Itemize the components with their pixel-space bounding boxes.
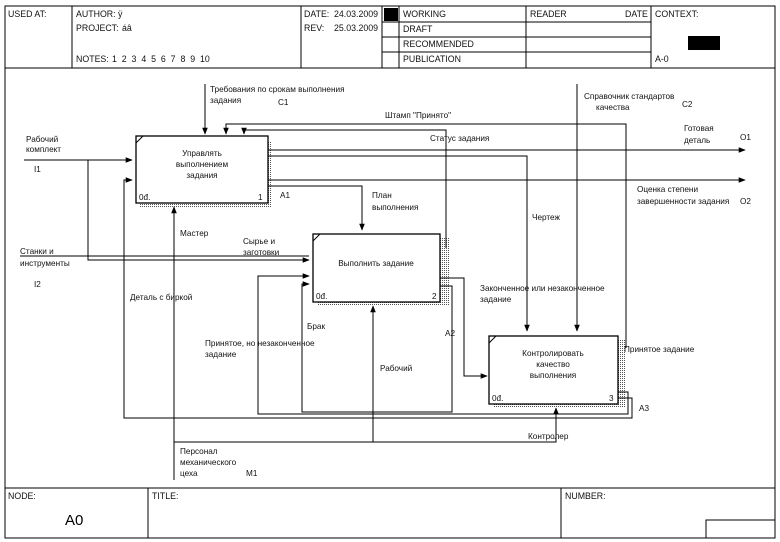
arrow-stamp bbox=[223, 123, 627, 348]
label-tagged: Деталь с биркой bbox=[130, 293, 192, 302]
status-publication: PUBLICATION bbox=[403, 54, 461, 64]
date-value: 24.03.2009 bbox=[334, 9, 378, 19]
activity-2-line1: Выполнить задание bbox=[338, 259, 414, 268]
arrow-m1-controller bbox=[373, 407, 559, 443]
activity-1-number: 1 bbox=[258, 193, 263, 202]
arrow-m1-worker bbox=[174, 305, 376, 443]
working-status-marker bbox=[384, 8, 398, 21]
activity-1-cost: 0đ. bbox=[139, 193, 150, 202]
label-status: Статус задания bbox=[430, 134, 489, 143]
used-at-label: USED AT: bbox=[8, 9, 46, 19]
arrow-plan bbox=[268, 185, 365, 231]
notes-label: NOTES: bbox=[76, 54, 109, 64]
footer-frame bbox=[4, 487, 776, 539]
label-finished-line1: Законченное или незаконченное bbox=[480, 284, 605, 293]
label-finished-line2: задание bbox=[480, 295, 512, 304]
activity-2-code: A2 bbox=[445, 329, 455, 338]
rev-label: REV: bbox=[304, 23, 324, 33]
label-master: Мастер bbox=[180, 229, 209, 238]
label-i1-line1: Рабочий bbox=[26, 135, 58, 144]
label-m1-line1: Персонал bbox=[180, 447, 218, 456]
notes-numbers: 1 2 3 4 5 6 7 8 9 10 bbox=[112, 54, 210, 64]
activity-1-code: A1 bbox=[280, 191, 290, 200]
label-i2-code: I2 bbox=[34, 280, 41, 289]
label-o1-line1: Готовая bbox=[684, 124, 714, 133]
arrow-finished bbox=[440, 277, 488, 379]
label-drawing: Чертеж bbox=[532, 213, 561, 222]
activity-1[interactable]: Управлять выполнением задания 0đ. 1 bbox=[135, 135, 269, 204]
label-defect: Брак bbox=[307, 322, 325, 331]
activity-1-line2: выполнением bbox=[176, 160, 229, 169]
node-value: A0 bbox=[65, 512, 83, 529]
arrow-drawing bbox=[268, 155, 530, 332]
label-raw-line2: заготовки bbox=[243, 248, 279, 257]
project-label: PROJECT: bbox=[76, 23, 119, 33]
activity-3[interactable]: Контролировать качество выполнения 0đ. 3 bbox=[488, 335, 619, 405]
rev-value: 25.03.2009 bbox=[334, 23, 378, 33]
title-label: TITLE: bbox=[152, 491, 178, 501]
status-working: WORKING bbox=[403, 9, 446, 19]
activity-2-cost: 0đ. bbox=[316, 292, 327, 301]
activity-3-line1: Контролировать bbox=[522, 349, 584, 358]
label-c1-line2: задания bbox=[210, 96, 241, 105]
label-c1-code: C1 bbox=[278, 98, 289, 107]
reader-date-label: DATE bbox=[625, 9, 648, 19]
label-o2-line1: Оценка степени bbox=[637, 185, 698, 194]
status-draft: DRAFT bbox=[403, 24, 433, 34]
label-m1-line2: механического bbox=[180, 458, 237, 467]
label-c2-line2: качества bbox=[596, 103, 630, 112]
author-label: AUTHOR: bbox=[76, 9, 116, 19]
arrow-status bbox=[241, 127, 447, 248]
label-plan-line2: выполнения bbox=[372, 203, 418, 212]
activity-3-number: 3 bbox=[609, 394, 614, 403]
label-m1-line3: цеха bbox=[180, 469, 198, 478]
status-recommended: RECOMMENDED bbox=[403, 39, 474, 49]
activity-3-line2: качество bbox=[536, 360, 570, 369]
activity-3-line3: выполнения bbox=[530, 371, 576, 380]
label-c1-line1: Требования по срокам выполнения bbox=[210, 85, 345, 94]
arrows bbox=[20, 84, 746, 480]
activity-1-line1: Управлять bbox=[182, 149, 222, 158]
activity-3-code: A3 bbox=[639, 404, 649, 413]
context-thumbnail bbox=[688, 36, 720, 50]
label-i2-line1: Станки и bbox=[20, 247, 54, 256]
label-raw-line1: Сырье и bbox=[243, 237, 275, 246]
label-plan-line1: План bbox=[372, 191, 392, 200]
label-worker: Рабочий bbox=[380, 364, 412, 373]
node-label: NODE: bbox=[8, 491, 36, 501]
label-c2-code: C2 bbox=[682, 100, 693, 109]
context-node: A-0 bbox=[655, 54, 669, 64]
activity-1-line3: задания bbox=[186, 171, 217, 180]
label-i2-line2: инструменты bbox=[20, 259, 70, 268]
context-label: CONTEXT: bbox=[655, 9, 699, 19]
arrow-i1-branch bbox=[87, 160, 310, 263]
project-value: áâ bbox=[122, 23, 132, 33]
number-label: NUMBER: bbox=[565, 491, 606, 501]
arrow-accepted-unfinished bbox=[257, 273, 629, 415]
date-label: DATE: bbox=[304, 9, 329, 19]
reader-label: READER bbox=[530, 9, 567, 19]
activity-2-number: 2 bbox=[432, 292, 437, 301]
activity-3-cost: 0đ. bbox=[492, 394, 503, 403]
label-o2-line2: завершенности задания bbox=[637, 197, 729, 206]
label-accepted-task: Принятое задание bbox=[624, 345, 695, 354]
author-value: ÿ bbox=[118, 9, 123, 19]
label-o2-code: O2 bbox=[740, 197, 751, 206]
label-accepted-unfinished-line2: задание bbox=[205, 350, 237, 359]
arrow-defect bbox=[301, 281, 453, 413]
label-m1-code: M1 bbox=[246, 469, 258, 478]
label-o1-code: O1 bbox=[740, 133, 751, 142]
label-accepted-unfinished-line1: Принятое, но незаконченное bbox=[205, 339, 315, 348]
label-o1-line2: деталь bbox=[684, 136, 710, 145]
label-controller: Контролер bbox=[528, 432, 569, 441]
label-i1-line2: комплект bbox=[26, 145, 61, 154]
label-stamp: Штамп "Принято" bbox=[385, 111, 451, 120]
label-c2-line1: Справочник стандартов bbox=[584, 92, 674, 101]
activity-2[interactable]: Выполнить задание 0đ. 2 bbox=[312, 233, 441, 303]
label-i1-code: I1 bbox=[34, 165, 41, 174]
arrow-tagged bbox=[123, 177, 633, 419]
